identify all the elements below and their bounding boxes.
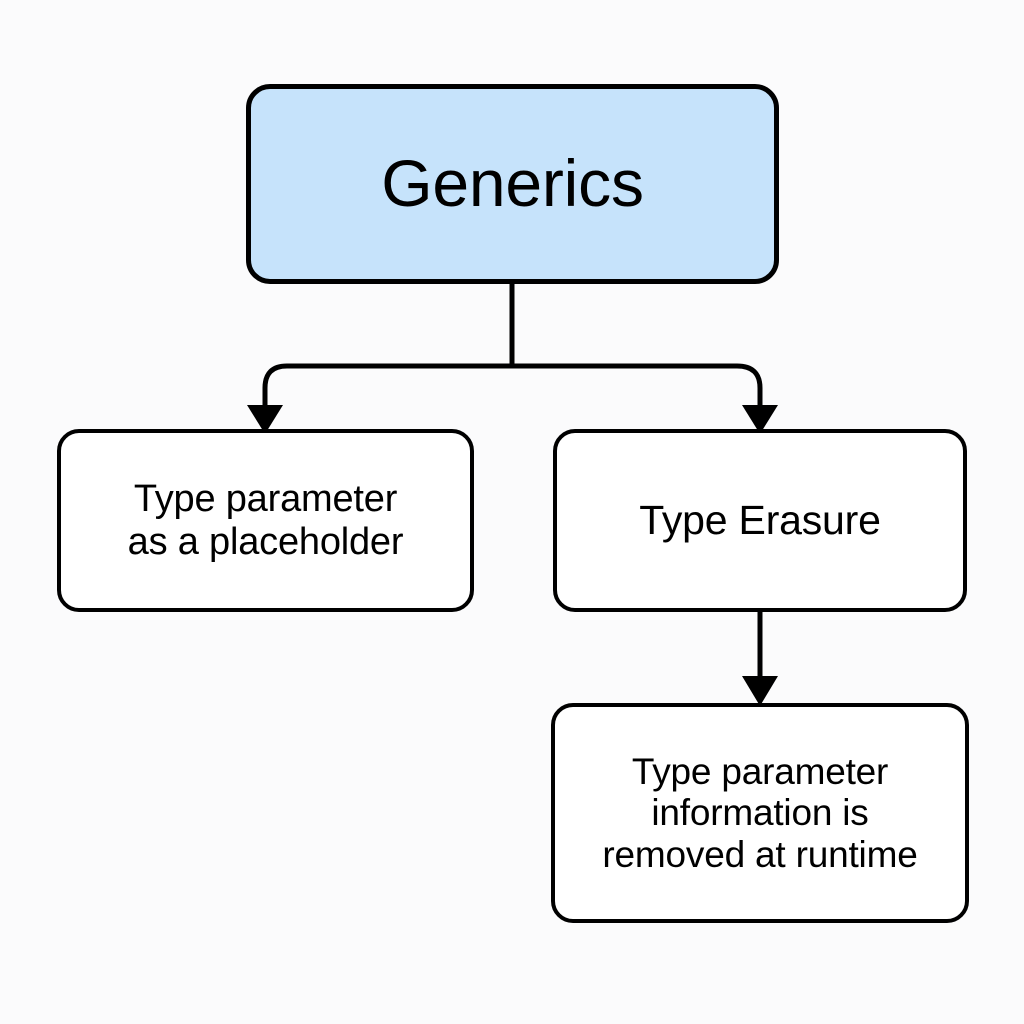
edge-right-to-leaf [742, 612, 778, 706]
edge-root-to-children [262, 284, 763, 430]
node-type-parameter-removed-at-runtime[interactable]: Type parameter information is removed at… [551, 703, 969, 923]
node-generics[interactable]: Generics [246, 84, 779, 284]
node-type-erasure[interactable]: Type Erasure [553, 429, 967, 612]
node-type-parameter-placeholder[interactable]: Type parameter as a placeholder [57, 429, 474, 612]
